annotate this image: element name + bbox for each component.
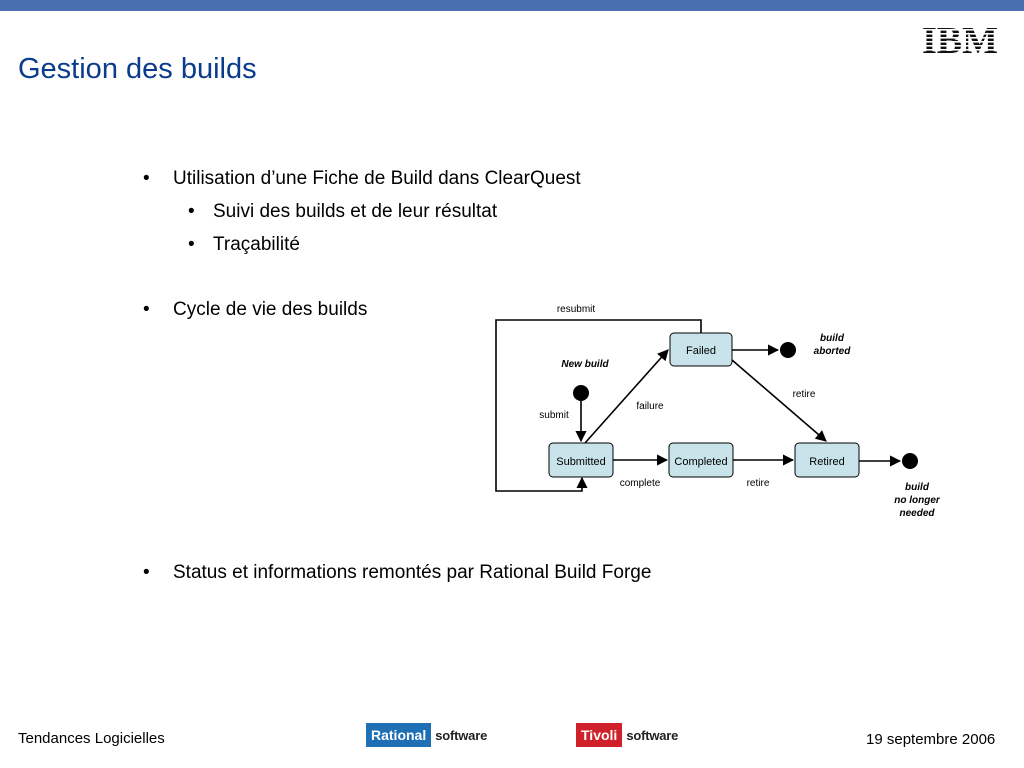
bullet-mark: • — [143, 168, 150, 189]
bullet-mark: • — [188, 201, 195, 222]
rational-software-logo: Rational software — [366, 723, 491, 747]
failure-label: failure — [636, 401, 664, 412]
svg-text:IBM: IBM — [922, 22, 998, 58]
slide-title: Gestion des builds — [18, 53, 257, 85]
bullet-text: Cycle de vie des builds — [173, 299, 368, 320]
bullet-text: Utilisation d’une Fiche de Build dans Cl… — [173, 168, 581, 189]
bullet-text: Suivi des builds et de leur résultat — [213, 201, 498, 222]
state-completed-label: Completed — [674, 456, 727, 468]
initial-node — [573, 385, 589, 401]
submit-label: submit — [539, 410, 569, 421]
retire-top-label: retire — [793, 389, 816, 400]
ibm-logo: IBM — [916, 22, 1004, 58]
retire-bottom-label: retire — [747, 478, 770, 489]
failure-transition — [584, 349, 669, 444]
tivoli-brand: Tivoli — [576, 723, 623, 747]
build-lifecycle-diagram: resubmit Failed Submitted Completed Reti… — [495, 304, 941, 519]
bullet-mark: • — [143, 562, 150, 583]
aborted-final-node — [780, 342, 796, 358]
tivoli-word: software — [626, 727, 679, 743]
state-failed: Failed — [669, 332, 733, 367]
retire-top-transition — [731, 359, 827, 442]
aborted-note-line2: aborted — [814, 346, 852, 357]
sub-bullet-item-suivi: • Suivi des builds et de leur résultat — [188, 201, 497, 223]
bullet-mark: • — [143, 299, 150, 320]
bullet-item-clearquest: • Utilisation d’une Fiche de Build dans … — [143, 168, 581, 190]
rational-brand: Rational — [366, 723, 432, 747]
no-longer-needed-note-line2: no longer — [894, 495, 941, 506]
bullet-text: Traçabilité — [213, 234, 300, 255]
state-retired: Retired — [794, 442, 860, 478]
resubmit-label: resubmit — [557, 304, 596, 315]
resubmit-transition — [495, 319, 702, 492]
new-build-note: New build — [561, 359, 609, 370]
no-longer-needed-note-line3: needed — [899, 508, 935, 519]
bullet-mark: • — [188, 234, 195, 255]
retired-final-node — [902, 453, 918, 469]
tivoli-software-logo: Tivoli software — [576, 723, 682, 747]
state-failed-label: Failed — [686, 345, 716, 357]
bullet-item-status: • Status et informations remontés par Ra… — [143, 562, 651, 584]
bullet-text: Status et informations remontés par Rati… — [173, 562, 652, 583]
state-completed: Completed — [668, 442, 734, 478]
no-longer-needed-note-line1: build — [905, 482, 930, 493]
sub-bullet-item-tracabilite: • Traçabilité — [188, 234, 300, 256]
state-submitted-label: Submitted — [556, 456, 606, 468]
aborted-note-line1: build — [820, 333, 845, 344]
state-retired-label: Retired — [809, 456, 844, 468]
state-submitted: Submitted — [548, 442, 614, 478]
bullet-item-cycle: • Cycle de vie des builds — [143, 299, 367, 321]
footer-event-name: Tendances Logicielles — [18, 730, 165, 747]
rational-word: software — [435, 727, 488, 743]
footer-date: 19 septembre 2006 — [866, 731, 996, 748]
top-accent-bar — [0, 0, 1024, 11]
complete-label: complete — [620, 478, 661, 489]
